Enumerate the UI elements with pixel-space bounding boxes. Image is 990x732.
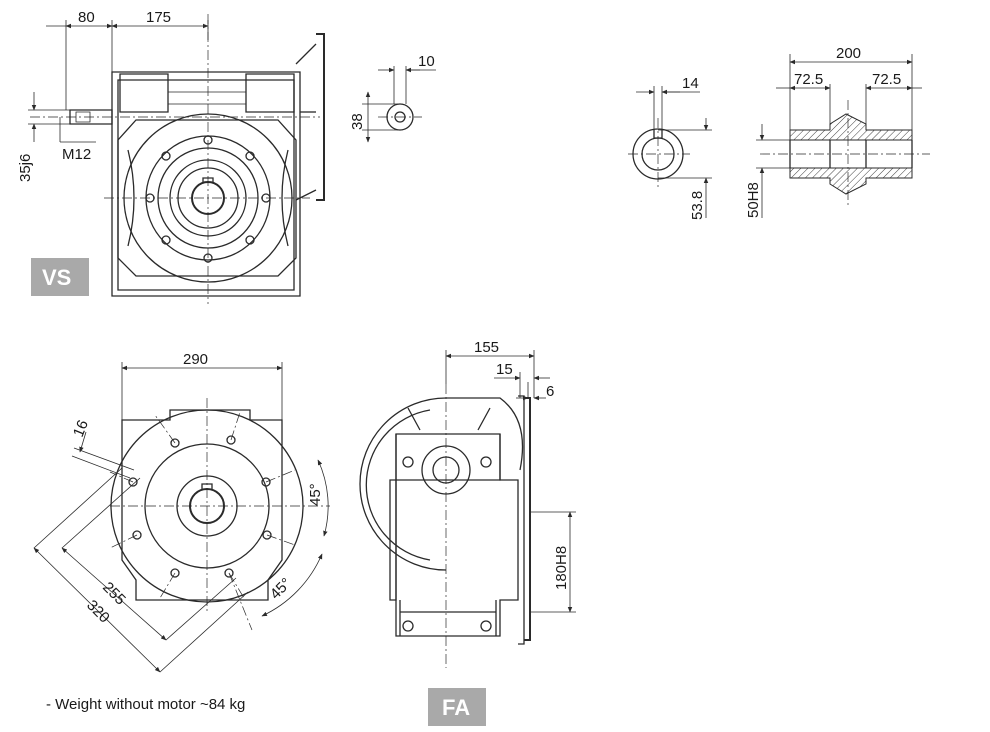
- output-shaft-section: 200 72.5 72.5 50H8: [745, 45, 930, 218]
- svg-text:FA: FA: [442, 695, 470, 720]
- dim-10: 10: [418, 53, 435, 70]
- dim-155: 155: [474, 339, 499, 356]
- dim-53-8: 53.8: [689, 191, 706, 220]
- badge-vs: VS: [31, 258, 89, 296]
- angle-45-bottom: 45°: [267, 575, 295, 603]
- dim-180h8: 180H8: [553, 546, 570, 590]
- weight-note: - Weight without motor ~84 kg: [46, 696, 246, 713]
- dim-80: 80: [78, 9, 95, 26]
- vs-view: 80 175 35j6 M12: [17, 9, 325, 304]
- dim-200: 200: [836, 45, 861, 62]
- dim-14: 14: [682, 75, 699, 92]
- dim-15: 15: [496, 361, 513, 378]
- dim-72-5-right: 72.5: [872, 71, 901, 88]
- dim-16: 16: [70, 418, 92, 440]
- svg-text:VS: VS: [42, 265, 71, 290]
- angle-45-top: 45°: [307, 483, 324, 506]
- dim-38: 38: [349, 113, 366, 130]
- hollow-shaft-section: 14 53.8: [628, 75, 712, 220]
- dim-m12: M12: [62, 146, 91, 163]
- badge-fa: FA: [428, 688, 486, 726]
- fa-view: 155 15 6 180H8: [359, 339, 576, 668]
- key-detail: 10 38: [349, 53, 436, 143]
- dim-290: 290: [183, 351, 208, 368]
- flange-view: 290 16 255 320 45° 45°: [33, 351, 330, 673]
- dim-35j6: 35j6: [17, 154, 34, 182]
- dim-50h8: 50H8: [745, 182, 762, 218]
- dim-175: 175: [146, 9, 171, 26]
- dim-6: 6: [546, 383, 554, 400]
- dim-72-5-left: 72.5: [794, 71, 823, 88]
